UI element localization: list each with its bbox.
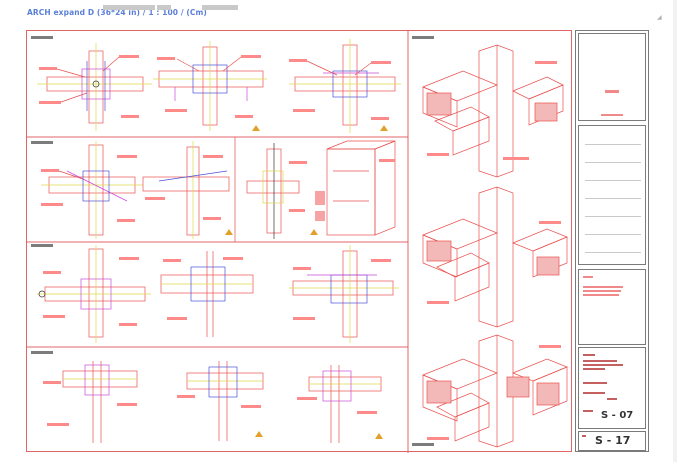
- panel-label: [31, 351, 53, 354]
- tb-logo-text: [601, 114, 623, 116]
- detail-row-2: [41, 140, 396, 239]
- iso-view-1: [422, 44, 564, 178]
- corner-mark: ◢: [657, 14, 662, 21]
- panel-label: [31, 244, 53, 247]
- tb-info-line: [583, 368, 605, 370]
- detail-3-2: [160, 251, 254, 337]
- detail-2-1: [41, 141, 143, 239]
- vertical-scrollbar[interactable]: [673, 0, 677, 462]
- tb-project-line: [583, 294, 619, 296]
- tb-rule: [585, 216, 641, 217]
- header-tag-2: [157, 5, 171, 10]
- tb-project-line: [583, 286, 623, 288]
- detail-4-2: [177, 361, 264, 441]
- detail-3-1: [37, 245, 151, 343]
- drawing-number: S - 17: [595, 434, 631, 447]
- tb-rule: [585, 252, 641, 253]
- iso-view-2: [422, 186, 568, 328]
- iso-view-3: [422, 334, 568, 448]
- detail-3-3: [289, 245, 399, 343]
- tb-info-line: [583, 392, 605, 394]
- tb-info-line: [583, 382, 607, 384]
- detail-1-3: [289, 39, 401, 133]
- panel-label: [412, 36, 434, 39]
- tb-info-line: [583, 364, 623, 366]
- drawing-sheet[interactable]: [26, 30, 572, 453]
- panel-label: [412, 443, 434, 446]
- detail-4-3: [297, 365, 382, 443]
- tb-info-line: [607, 398, 617, 400]
- header-tag-3: [202, 5, 238, 10]
- tb-info-line: [583, 410, 593, 412]
- detail-1-1: [37, 43, 152, 131]
- header-title: ARCH expand D (36*24 in) / 1 : 100 / (Cm…: [27, 8, 207, 17]
- tb-info-line: [583, 354, 595, 356]
- tb-rule: [585, 180, 641, 181]
- tb-info-line: [583, 360, 617, 362]
- north-arrow-icon: [255, 431, 383, 439]
- detail-1-2: [153, 41, 267, 131]
- isometric-views: [422, 44, 568, 448]
- section-marker-icon: [225, 229, 318, 235]
- detail-4-1: [43, 361, 138, 443]
- tb-logo-box: [578, 33, 646, 121]
- header-tag-1: [103, 5, 155, 10]
- detail-row-4: [43, 361, 383, 443]
- panel-label: [31, 141, 53, 144]
- tb-project-label: [583, 276, 593, 278]
- tb-rule: [585, 144, 641, 145]
- tb-number-box: S - 17: [578, 431, 646, 451]
- detail-2-4: [315, 140, 396, 236]
- tb-notes-box: [578, 125, 646, 265]
- tb-logo-mark: [605, 90, 619, 93]
- detail-drawings: [27, 31, 568, 453]
- tb-rule: [585, 234, 641, 235]
- north-arrow-icon: [252, 125, 388, 131]
- tb-project-line: [583, 290, 621, 292]
- tb-project-box: [578, 269, 646, 345]
- detail-2-3: [246, 143, 307, 239]
- tb-rule: [585, 198, 641, 199]
- detail-row-1: [37, 39, 401, 133]
- tb-rule: [585, 162, 641, 163]
- panel-label: [31, 36, 53, 39]
- detail-2-2: [142, 141, 230, 239]
- title-block[interactable]: S - 07 S - 17: [575, 30, 649, 452]
- tb-info-box: S - 07: [578, 347, 646, 429]
- sheet-number: S - 07: [601, 410, 634, 421]
- tb-number-label: [582, 435, 586, 437]
- detail-row-3: [37, 245, 399, 343]
